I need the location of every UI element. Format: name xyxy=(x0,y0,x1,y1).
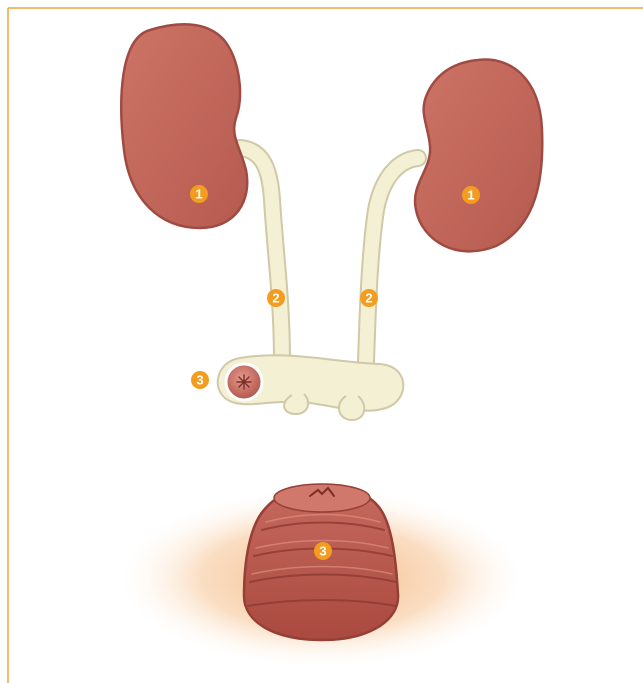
kidney-left xyxy=(121,24,247,228)
stoma xyxy=(244,484,398,640)
ureter-right xyxy=(366,158,418,362)
marker-kidney-right: 1 xyxy=(462,186,480,204)
marker-stoma: 3 xyxy=(314,542,332,560)
marker-label: 3 xyxy=(196,373,203,388)
marker-label: 1 xyxy=(467,188,474,203)
marker-ureter-left: 2 xyxy=(267,289,285,307)
kidney-right xyxy=(415,60,542,252)
stoma-opening-icon xyxy=(237,375,251,389)
marker-label: 2 xyxy=(272,291,279,306)
marker-ureter-right: 2 xyxy=(360,289,378,307)
marker-label: 1 xyxy=(195,187,202,202)
marker-label: 3 xyxy=(319,544,326,559)
ileal-conduit xyxy=(218,355,404,420)
marker-kidney-left: 1 xyxy=(190,185,208,203)
marker-label: 2 xyxy=(365,291,372,306)
marker-conduit: 3 xyxy=(191,371,209,389)
